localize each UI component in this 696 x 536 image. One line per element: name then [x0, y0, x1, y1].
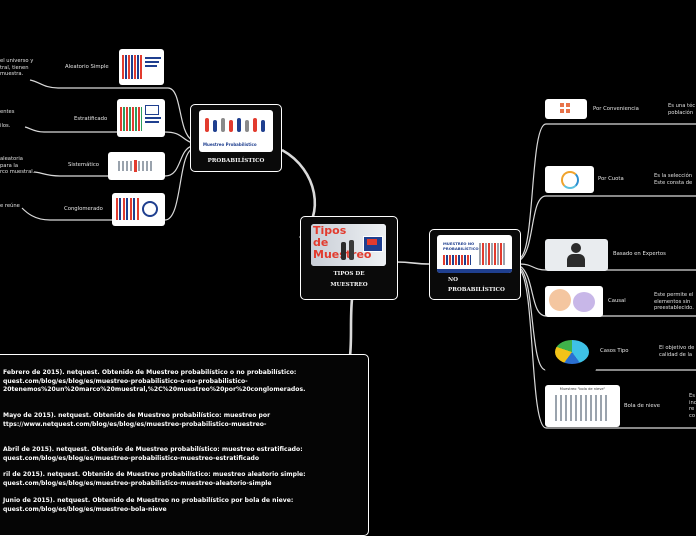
- conglomerado-thumbnail[interactable]: [112, 193, 165, 226]
- center-caption-line1: TIPOS DE: [333, 271, 365, 277]
- reference-5-line-2: quest.com/blog/es/blog/es/muestreo-bola-…: [3, 505, 167, 513]
- reference-3-line-1: Abril de 2015). netquest. Obtenido de Mu…: [3, 446, 303, 453]
- link-center-references: [348, 298, 354, 357]
- no-probabilistico-caption-line2: PROBABILÍSTICO: [448, 287, 505, 293]
- aleatorio-simple-thumbnail[interactable]: [119, 49, 164, 85]
- causal-desc-3: preestablecido.: [654, 305, 694, 311]
- casos-tipo-label[interactable]: Casos Tipo: [600, 348, 629, 354]
- reference-1-line-1: Febrero de 2015). netquest. Obtenido de …: [3, 369, 297, 376]
- conglomerado-desc-1: e reúne: [0, 203, 20, 209]
- probabilistico-caption: PROBABILÍSTICO: [207, 158, 265, 164]
- sistematico-label[interactable]: Sistemático: [68, 162, 100, 168]
- reference-1-line-2: quest.com/blog/es/blog/es/muestreo-proba…: [3, 377, 248, 385]
- probabilistico-thumbnail: Muestreo Probabilístico: [199, 110, 273, 152]
- link-casos-tipo: [519, 267, 696, 371]
- link-conglomerado: [21, 148, 193, 221]
- link-bola-nieve: [519, 269, 696, 429]
- reference-4-line-2: quest.com/blog/es/blog/es/muestreo-proba…: [3, 479, 272, 487]
- expert-icon: [571, 243, 581, 253]
- casos-tipo-thumbnail[interactable]: [545, 332, 596, 372]
- basado-en-expertos-label[interactable]: Basado en Expertos: [613, 251, 666, 257]
- aleatorio-simple-desc-3: muestra.: [0, 71, 24, 77]
- reference-3-line-2: quest.com/blog/es/blog/es/muestreo-proba…: [3, 454, 260, 462]
- no-probabilistico-thumbnail: MUESTREO NO PROBABILÍSTICO: [437, 235, 512, 273]
- person-icon: [341, 242, 346, 260]
- causal-thumbnail[interactable]: [545, 286, 603, 317]
- por-cuota-thumbnail[interactable]: [545, 166, 594, 193]
- por-conveniencia-thumbnail[interactable]: [545, 99, 587, 119]
- no-probabilistico-node[interactable]: MUESTREO NO PROBABILÍSTICO NO PROBABILÍS…: [429, 229, 521, 300]
- aleatorio-simple-desc-2: tral, tienen: [0, 64, 29, 71]
- donut-icon: [561, 171, 579, 189]
- probabilistico-thumbnail-text: Muestreo Probabilístico: [203, 142, 257, 147]
- center-thumbnail: Tipos de Muestreo: [311, 224, 386, 266]
- causal-desc-1: Este permite el: [654, 292, 694, 298]
- center-node[interactable]: Tipos de Muestreo TIPOS DE MUESTREO: [300, 216, 398, 300]
- bola-de-nieve-label[interactable]: Bola de nieve: [624, 403, 661, 409]
- reference-4-line-1: ril de 2015). netquest. Obtenido de Mues…: [3, 471, 306, 478]
- references-box[interactable]: Febrero de 2015). netquest. Obtenido de …: [0, 354, 369, 536]
- snowball-thumbnail-title: Muestreo "bola de nieve": [559, 387, 606, 391]
- estratificado-desc-2: ilos.: [0, 123, 11, 129]
- causal-label[interactable]: Causal: [608, 298, 626, 304]
- sistematico-thumbnail[interactable]: [108, 152, 165, 180]
- center-caption-line2: MUESTREO: [330, 282, 368, 288]
- conglomerado-label[interactable]: Conglomerado: [64, 206, 103, 212]
- basado-en-expertos-thumbnail[interactable]: [545, 239, 608, 271]
- sistematico-desc-3: rco muestral.: [0, 169, 35, 175]
- link-cuota: [519, 195, 696, 261]
- sistematico-desc-2: para la: [0, 162, 19, 169]
- por-conveniencia-label[interactable]: Por Conveniencia: [593, 106, 639, 112]
- link-conveniencia: [519, 123, 696, 259]
- pie-icon: [555, 340, 589, 364]
- link-estratificado: [24, 126, 193, 144]
- sistematico-desc-1: aleatoria: [0, 156, 23, 162]
- link-aleatorio: [167, 87, 193, 141]
- aleatorio-simple-desc-1: el universo y: [0, 58, 34, 64]
- bola-de-nieve-thumbnail[interactable]: Muestreo "bola de nieve": [545, 385, 620, 427]
- por-cuota-desc-1: Es la selección: [654, 173, 693, 179]
- estratificado-label[interactable]: Estratificado: [74, 116, 108, 122]
- estratificado-thumbnail[interactable]: [117, 99, 165, 137]
- por-cuota-desc-2: Este consta de: [654, 179, 693, 186]
- magnifier-icon: [142, 201, 158, 217]
- reference-5-line-1: Junio de 2015). netquest. Obtenido de Mu…: [3, 497, 294, 504]
- por-cuota-label[interactable]: Por Cuota: [598, 176, 624, 182]
- aleatorio-simple-label[interactable]: Aleatorio Simple: [65, 64, 109, 70]
- por-conveniencia-desc-1: Es una téc: [668, 103, 696, 109]
- bola-de-nieve-desc-2: inc: [689, 399, 696, 406]
- link-center-no-probabilistico: [396, 261, 430, 265]
- casos-tipo-desc-1: El objetivo de: [659, 345, 695, 351]
- bola-de-nieve-desc-4: co: [689, 412, 696, 419]
- probabilistico-node[interactable]: Muestreo Probabilístico PROBABILÍSTICO: [190, 104, 282, 172]
- causal-desc-2: elementos sin: [654, 298, 691, 305]
- bola-de-nieve-desc-3: re: [689, 406, 695, 412]
- por-conveniencia-desc-2: población: [668, 109, 694, 116]
- reference-1-line-3: 20tenemos%20un%20marco%20muestral,%2C%20…: [3, 386, 306, 394]
- center-thumbnail-title: Tipos de Muestreo: [313, 224, 372, 261]
- casos-tipo-desc-2: calidad de la: [659, 351, 693, 358]
- reference-2-line-1: Mayo de 2015). netquest. Obtenido de Mue…: [3, 412, 271, 419]
- reference-2-line-2: ttps://www.netquest.com/blog/es/blog/es/…: [3, 420, 267, 428]
- no-probabilistico-thumbnail-text: MUESTREO NO PROBABILÍSTICO: [443, 241, 479, 251]
- bola-de-nieve-desc-1: Es: [689, 393, 695, 399]
- no-probabilistico-caption-line1: NO: [448, 277, 458, 283]
- estratificado-desc-1: entes: [0, 109, 15, 115]
